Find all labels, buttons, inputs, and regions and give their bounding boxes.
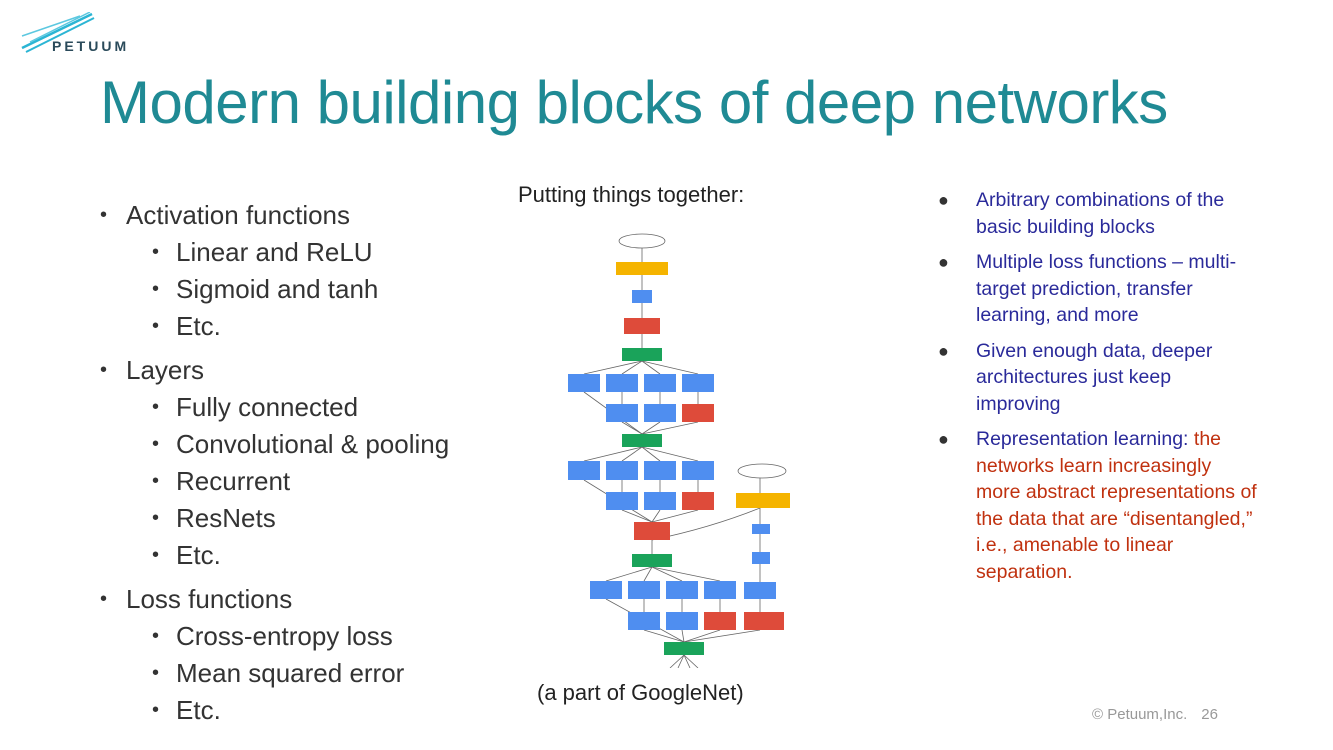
maxpool-node (682, 492, 714, 510)
maxpool-node (634, 522, 670, 540)
conv-node (704, 581, 736, 599)
googlenet-diagram (568, 233, 790, 668)
conv-node (744, 582, 776, 599)
conv-node (628, 612, 660, 630)
slide-footer: © Petuum,Inc. 26 (1092, 706, 1218, 723)
bullet-icon: ● (938, 252, 949, 272)
takeaway-item: ● Given enough data, deeper architecture… (938, 338, 1258, 418)
slide-title: Modern building blocks of deep networks (100, 69, 1168, 136)
takeaway-text: Arbitrary combinations of the basic buil… (976, 189, 1225, 238)
building-blocks-list: Activation functions Linear and ReLU Sig… (100, 197, 449, 729)
page-number: 26 (1201, 706, 1218, 723)
copyright: © Petuum,Inc. (1092, 706, 1188, 723)
logo-swoosh-icon (21, 12, 95, 53)
list-item-loss: Loss functions (100, 581, 449, 618)
avgpool-node (744, 612, 784, 630)
list-subitem: Etc. (100, 537, 449, 574)
list-subitem: Etc. (100, 308, 449, 345)
conv-node (568, 461, 600, 480)
conv-node (628, 581, 660, 599)
conv-node (644, 492, 676, 510)
softmax-node (737, 463, 787, 479)
conv-node (606, 461, 638, 480)
softmax-node (618, 233, 666, 249)
takeaway-text: Multiple loss functions – multi-target p… (976, 251, 1237, 326)
conv-node (666, 612, 698, 630)
softmax-activation-node (736, 493, 790, 508)
takeaway-item: ● Representation learning: the networks … (938, 426, 1258, 585)
maxpool-node (682, 404, 714, 422)
fc-node (752, 524, 770, 534)
list-item-activation: Activation functions (100, 197, 449, 234)
list-item-layers: Layers (100, 352, 449, 389)
conv-node (606, 492, 638, 510)
depthconcat-node (664, 642, 704, 655)
logo-text: PETUUM (52, 38, 130, 54)
takeaway-highlight: the networks learn increasingly more abs… (976, 428, 1257, 583)
maxpool-node (704, 612, 736, 630)
softmax-activation-node (616, 262, 668, 275)
bullet-icon: ● (938, 190, 949, 210)
depthconcat-node (622, 434, 662, 447)
bullet-icon: ● (938, 429, 949, 449)
image-caption: (a part of GoogleNet) (537, 680, 744, 705)
conv-node (606, 374, 638, 392)
conv-node (644, 461, 676, 480)
list-subitem: Sigmoid and tanh (100, 271, 449, 308)
takeaway-item: ● Arbitrary combinations of the basic bu… (938, 187, 1258, 240)
center-caption: Putting things together: (518, 182, 745, 207)
diagram-edges (583, 248, 761, 668)
list-subitem: Mean squared error (100, 655, 449, 692)
takeaways-list: ● Arbitrary combinations of the basic bu… (938, 187, 1258, 594)
list-subitem: Cross-entropy loss (100, 618, 449, 655)
petuum-logo: PETUUM (20, 12, 150, 56)
bullet-icon: ● (938, 340, 949, 361)
list-subitem: Etc. (100, 692, 449, 729)
takeaway-text: Given enough data, deeper architectures … (976, 339, 1213, 415)
conv-node (644, 374, 676, 392)
conv-node (644, 404, 676, 422)
conv-node (682, 461, 714, 480)
takeaway-item: ● Multiple loss functions – multi-target… (938, 249, 1258, 329)
conv-node (606, 404, 638, 422)
list-subitem: Linear and ReLU (100, 234, 449, 271)
depthconcat-node (622, 348, 662, 361)
conv-node (590, 581, 622, 599)
depthconcat-node (632, 554, 672, 567)
fc-node (752, 552, 770, 564)
takeaway-text: Representation learning: (976, 428, 1189, 450)
list-subitem: Convolutional & pooling (100, 426, 449, 463)
conv-node (682, 374, 714, 392)
list-subitem: Fully connected (100, 389, 449, 426)
diagram-nodes (568, 233, 790, 655)
avgpool-node (624, 318, 660, 334)
conv-node (666, 581, 698, 599)
fc-node (632, 290, 652, 303)
list-subitem: Recurrent (100, 463, 449, 500)
conv-node (568, 374, 600, 392)
list-subitem: ResNets (100, 500, 449, 537)
